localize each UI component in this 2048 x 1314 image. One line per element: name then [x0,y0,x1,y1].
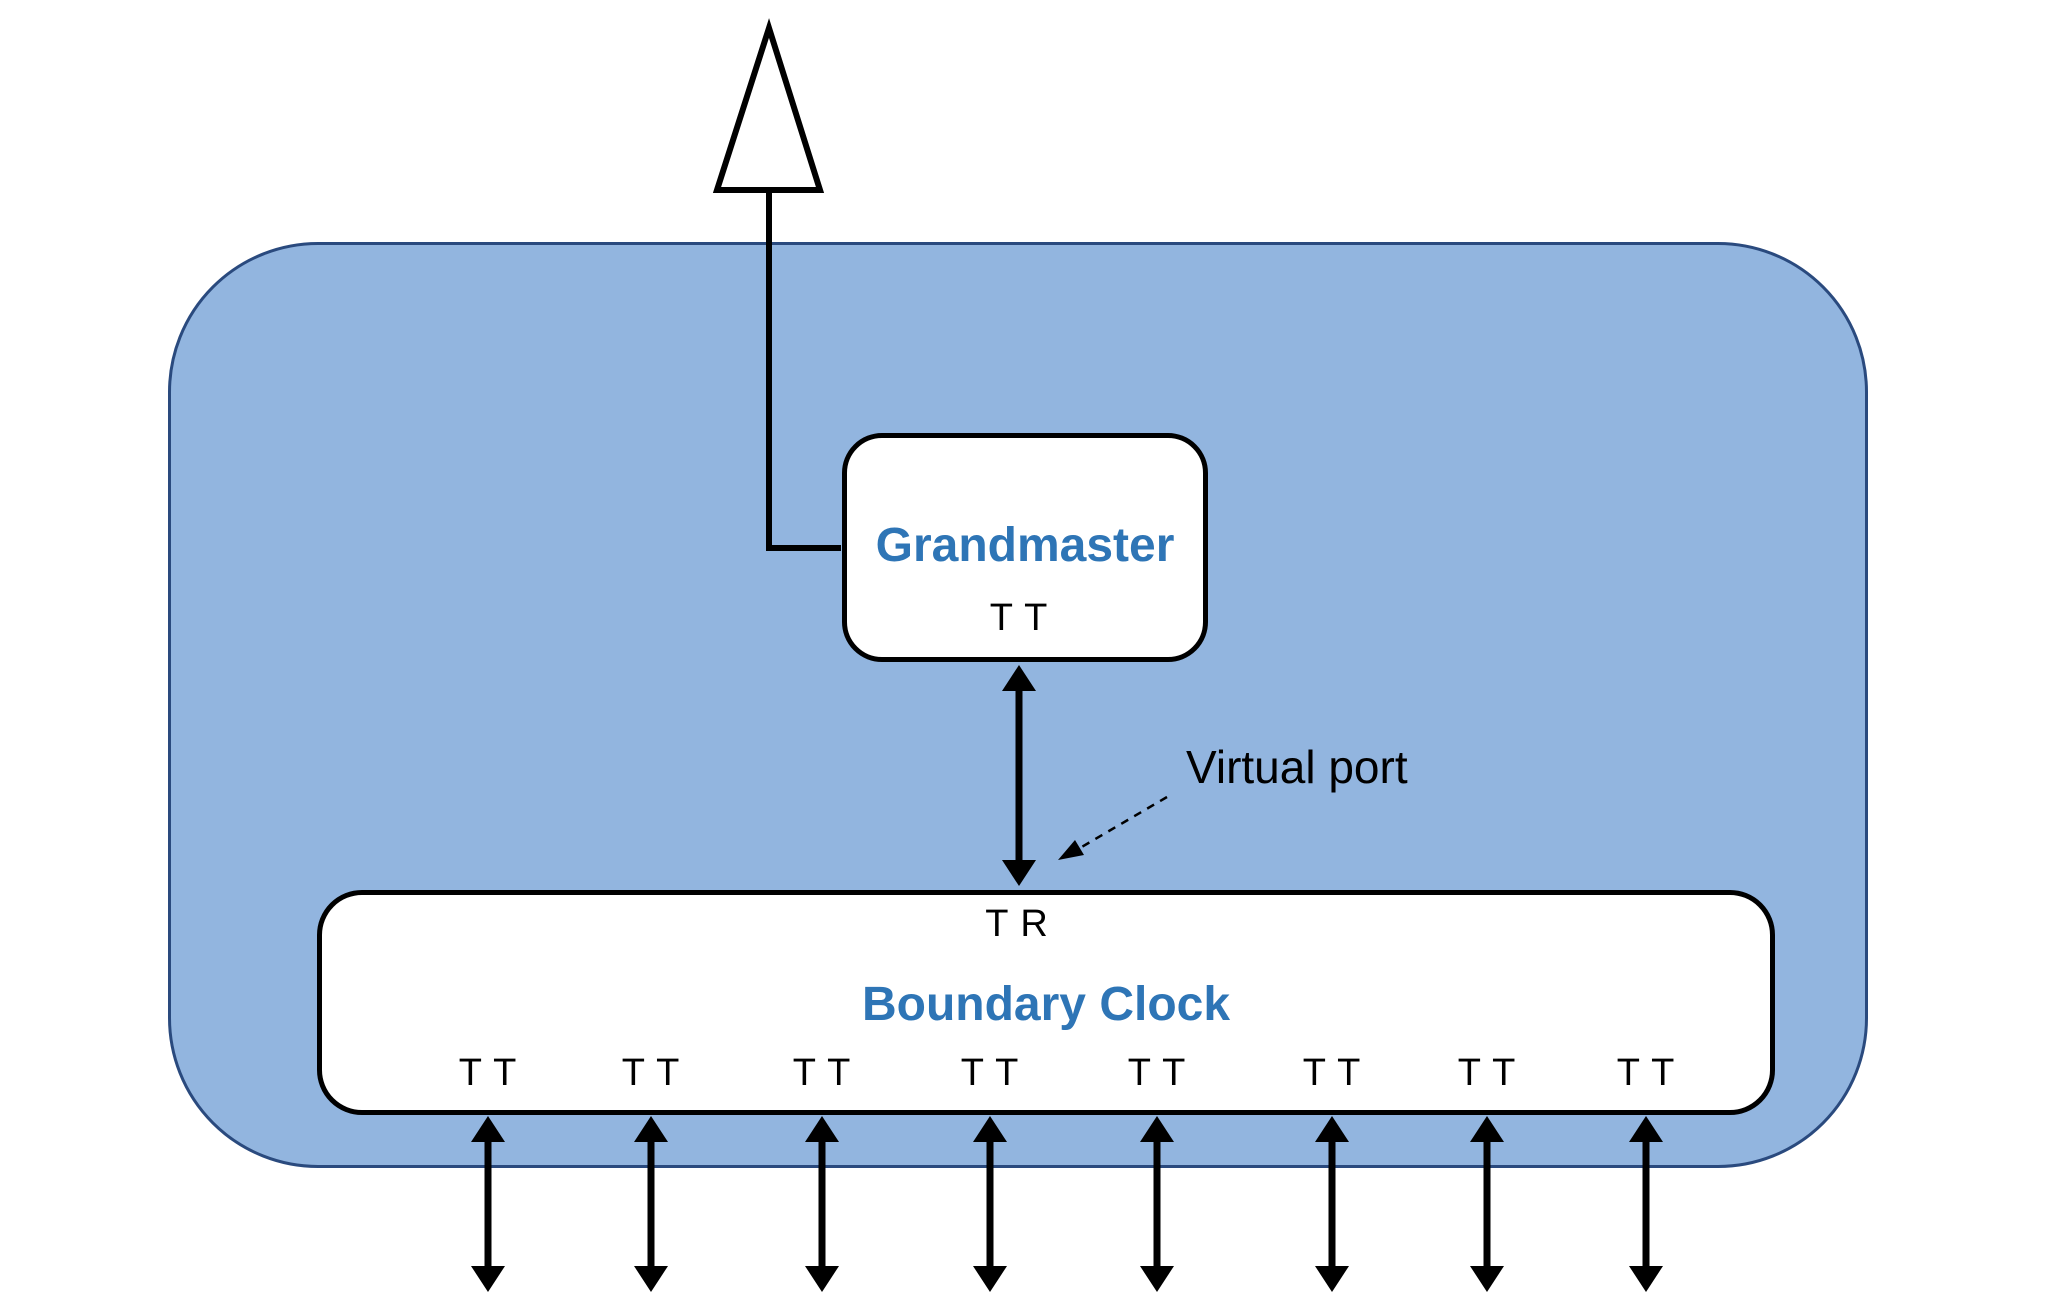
boundary-port-label-6: T T [1302,1052,1362,1094]
boundary-clock-box [317,890,1775,1115]
boundary-port-label-4: T T [960,1052,1020,1094]
boundary-port-label-5: T T [1127,1052,1187,1094]
boundary-port-label-3: T T [792,1052,852,1094]
virtual-port-annotation: Virtual port [1186,741,1408,793]
grandmaster-box [842,433,1208,662]
boundary-clock-title: Boundary Clock [861,978,1231,1031]
grandmaster-title: Grandmaster [875,519,1175,572]
boundary-port-label-2: T T [621,1052,681,1094]
boundary-port-label-1: T T [458,1052,518,1094]
boundary-clock-tr-label: T R [985,903,1049,945]
boundary-port-label-7: T T [1457,1052,1517,1094]
boundary-port-label-8: T T [1616,1052,1676,1094]
grandmaster-ports-label: T T [989,597,1049,639]
